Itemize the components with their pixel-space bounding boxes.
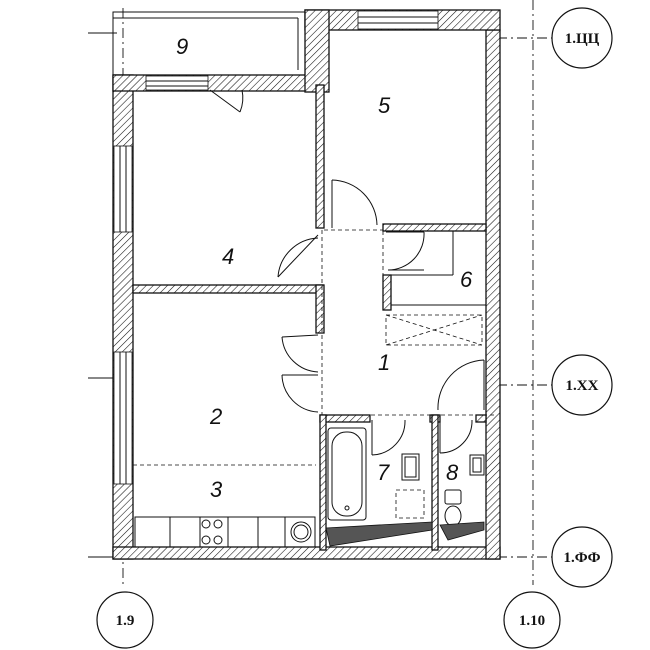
room-1-label: 1 (378, 350, 390, 375)
balcony (112, 11, 306, 76)
axis-marker-top-right: 1.ЦЦ (551, 7, 613, 69)
axis-marker-bottom-mid: 1.10 (503, 591, 561, 649)
room-4-label: 4 (222, 244, 234, 269)
axis-marker-bottom-right: 1.ФФ (551, 526, 613, 588)
axis-label-1-10: 1.10 (519, 613, 545, 629)
room-8-label: 8 (446, 460, 459, 485)
room-9-label: 9 (176, 34, 188, 59)
doors (209, 89, 485, 456)
axis-marker-middle-right: 1.XX (551, 354, 613, 416)
room-6-label: 6 (460, 267, 473, 292)
axis-marker-bottom-left: 1.9 (96, 591, 154, 649)
axis-label-1-cc: 1.ЦЦ (565, 31, 600, 47)
windows (113, 10, 439, 485)
axis-label-1-9: 1.9 (116, 613, 135, 629)
axis-label-1-ff: 1.ФФ (563, 550, 600, 566)
partitions (132, 84, 487, 551)
room-3-label: 3 (210, 477, 223, 502)
axis-label-1-xx: 1.XX (566, 378, 599, 394)
dashed-lines (133, 229, 496, 519)
room-7-label: 7 (377, 460, 390, 485)
fixtures (134, 427, 485, 548)
room-2-label: 2 (209, 404, 222, 429)
room-5-label: 5 (378, 93, 391, 118)
